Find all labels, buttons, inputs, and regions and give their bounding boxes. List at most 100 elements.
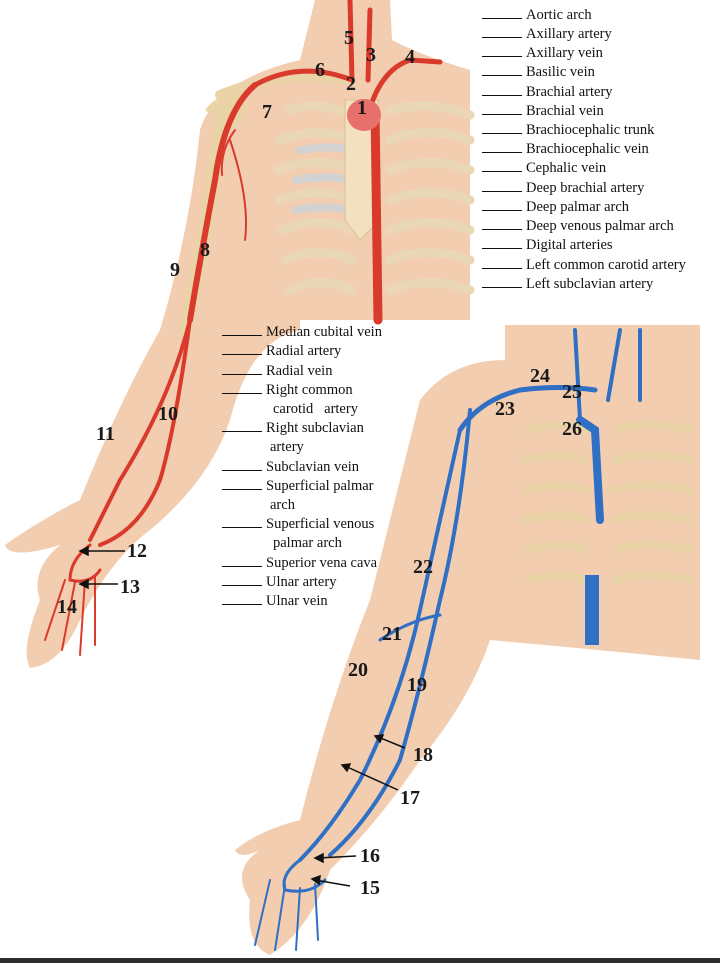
term-label: Brachial artery: [526, 84, 613, 100]
term-item: Ulnar vein: [222, 592, 328, 611]
term-item: Deep venous palmar arch: [482, 217, 674, 236]
answer-blank[interactable]: [222, 573, 262, 586]
answer-blank[interactable]: [482, 121, 522, 134]
answer-blank[interactable]: [222, 323, 262, 336]
answer-blank[interactable]: [222, 554, 262, 567]
answer-blank[interactable]: [222, 477, 262, 490]
term-item: Brachiocephalic vein: [482, 140, 649, 159]
term-item: Median cubital vein: [222, 323, 382, 342]
number-label-4: 4: [405, 46, 415, 68]
term-item: Superficial venous: [222, 515, 374, 534]
answer-blank[interactable]: [482, 217, 522, 230]
term-item: Superficial palmar: [222, 477, 374, 496]
term-label: Left common carotid artery: [526, 257, 686, 273]
arterial-figure: [5, 0, 475, 668]
term-label: Brachiocephalic vein: [526, 141, 649, 157]
term-item: Brachiocephalic trunk: [482, 121, 654, 140]
term-item: Digital arteries: [482, 236, 613, 255]
number-label-20: 20: [348, 659, 368, 681]
number-label-9: 9: [170, 259, 180, 281]
term-label: Cephalic vein: [526, 160, 607, 176]
number-label-25: 25: [562, 381, 582, 403]
answer-blank[interactable]: [222, 458, 262, 471]
term-continuation: palmar arch: [273, 535, 342, 551]
number-label-6: 6: [315, 59, 325, 81]
answer-blank[interactable]: [482, 159, 522, 172]
term-item: Axillary vein: [482, 44, 603, 63]
answer-blank[interactable]: [482, 6, 522, 19]
answer-blank[interactable]: [222, 342, 262, 355]
answer-blank[interactable]: [482, 44, 522, 57]
number-label-7: 7: [262, 101, 272, 123]
answer-blank[interactable]: [222, 381, 262, 394]
term-item: Radial vein: [222, 362, 332, 381]
number-label-11: 11: [96, 423, 115, 445]
answer-blank[interactable]: [482, 83, 522, 96]
number-label-5: 5: [344, 27, 354, 49]
term-label: Brachiocephalic trunk: [526, 122, 655, 138]
term-item: Brachial vein: [482, 102, 604, 121]
term-item: Radial artery: [222, 342, 341, 361]
term-label: Superficial palmar: [266, 478, 374, 494]
number-label-19: 19: [407, 674, 427, 696]
term-item: Superior vena cava: [222, 554, 377, 573]
term-label: Median cubital vein: [266, 324, 382, 340]
term-item: Left common carotid artery: [482, 256, 686, 275]
term-label: Digital arteries: [526, 237, 613, 253]
answer-blank[interactable]: [482, 102, 522, 115]
number-label-22: 22: [413, 556, 433, 578]
answer-blank[interactable]: [482, 63, 522, 76]
number-label-23: 23: [495, 398, 515, 420]
term-item: Left subclavian artery: [482, 275, 653, 294]
number-label-3: 3: [366, 44, 376, 66]
answer-blank[interactable]: [222, 515, 262, 528]
answer-blank[interactable]: [482, 25, 522, 38]
term-item: Basilic vein: [482, 63, 595, 82]
number-label-15: 15: [360, 877, 380, 899]
number-label-26: 26: [562, 418, 582, 440]
term-item: Ulnar artery: [222, 573, 336, 592]
number-label-8: 8: [200, 239, 210, 261]
number-label-10: 10: [158, 403, 178, 425]
term-item: Axillary artery: [482, 25, 612, 44]
term-label: Right subclavian: [266, 420, 364, 436]
term-label: Ulnar artery: [266, 574, 337, 590]
answer-blank[interactable]: [482, 198, 522, 211]
term-label: Ulnar vein: [266, 593, 328, 609]
term-label: Radial vein: [266, 363, 333, 379]
term-continuation: artery: [270, 439, 304, 455]
term-continuation: arch: [270, 497, 295, 513]
answer-blank[interactable]: [482, 140, 522, 153]
term-label: Superficial venous: [266, 516, 375, 532]
answer-blank[interactable]: [482, 275, 522, 288]
number-label-14: 14: [57, 596, 77, 618]
answer-blank[interactable]: [222, 419, 262, 432]
term-item: Cephalic vein: [482, 159, 606, 178]
term-label: Aortic arch: [526, 7, 592, 23]
term-label: Deep venous palmar arch: [526, 218, 674, 234]
term-label: Right common: [266, 382, 353, 398]
number-label-21: 21: [382, 623, 402, 645]
term-label: Deep brachial artery: [526, 180, 645, 196]
number-label-12: 12: [127, 540, 147, 562]
answer-blank[interactable]: [482, 236, 522, 249]
bottom-border: [0, 958, 720, 963]
answer-blank[interactable]: [482, 179, 522, 192]
number-label-16: 16: [360, 845, 380, 867]
answer-blank[interactable]: [222, 362, 262, 375]
number-label-1: 1: [357, 97, 367, 119]
term-label: Deep palmar arch: [526, 199, 630, 215]
answer-blank[interactable]: [222, 592, 262, 605]
term-label: Brachial vein: [526, 103, 604, 119]
term-label: Superior vena cava: [266, 555, 378, 571]
term-label: Axillary vein: [526, 45, 603, 61]
term-item: Right common: [222, 381, 353, 400]
term-label: Basilic vein: [526, 64, 595, 80]
number-label-2: 2: [346, 73, 356, 95]
venous-figure: [235, 325, 700, 955]
term-item: Brachial artery: [482, 83, 613, 102]
answer-blank[interactable]: [482, 256, 522, 269]
number-label-18: 18: [413, 744, 433, 766]
term-label: Left subclavian artery: [526, 276, 654, 292]
